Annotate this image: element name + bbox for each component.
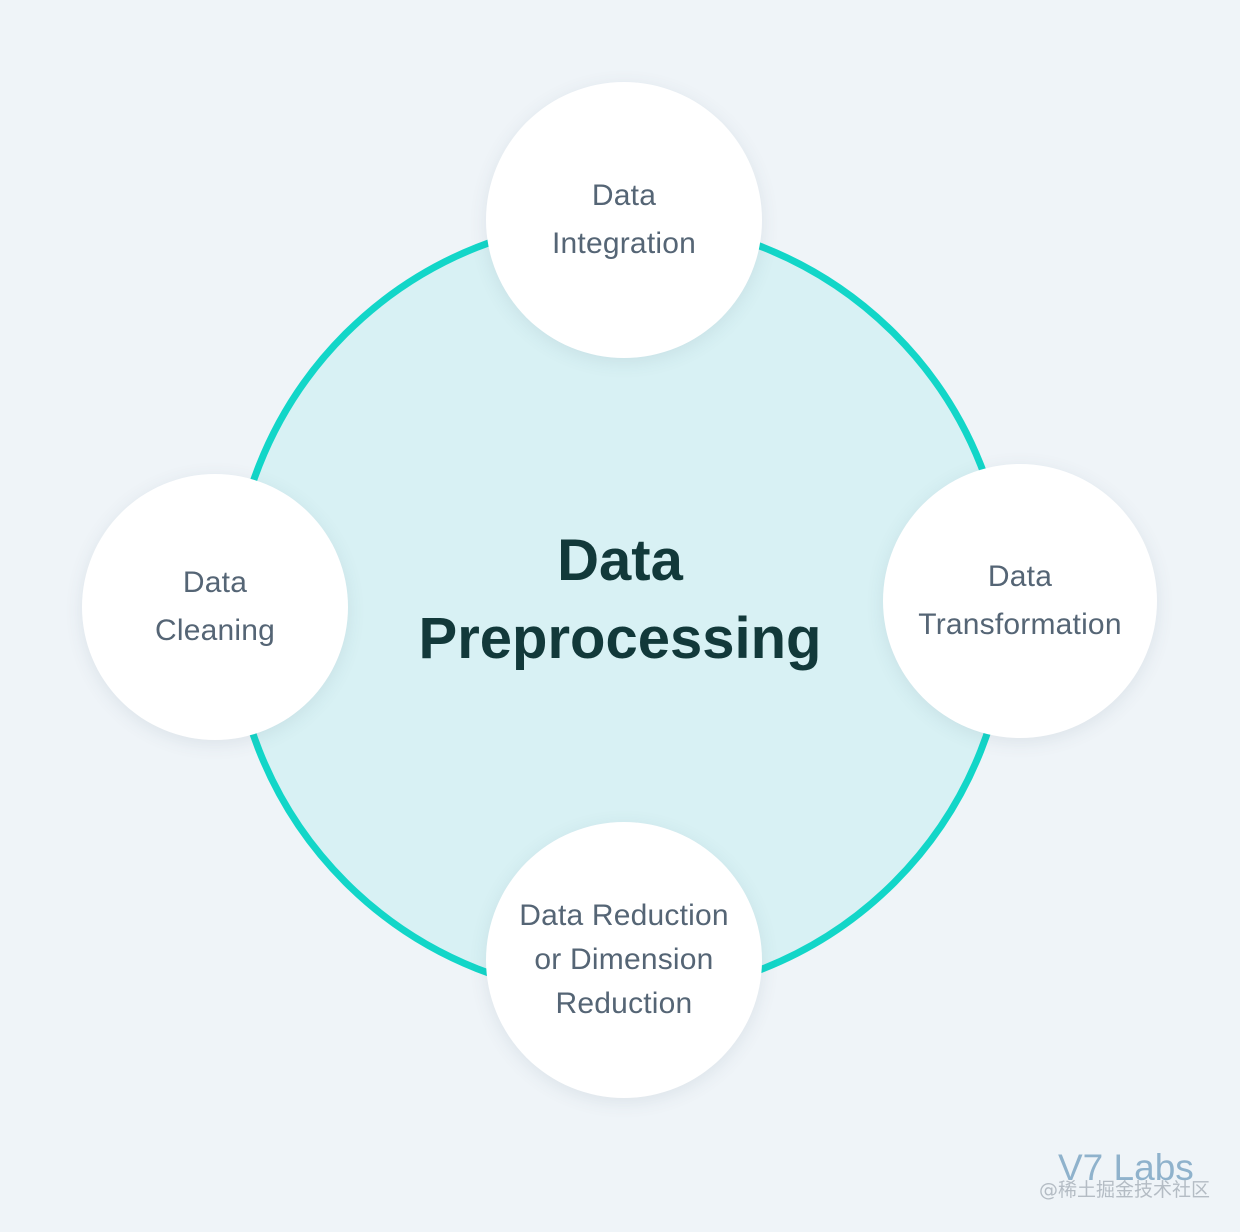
watermark-text: @稀土掘金技术社区 [1038, 1179, 1210, 1201]
node-data-cleaning-line-1: Data [182, 566, 248, 599]
node-data-transformation-line-2: Transformation [918, 608, 1122, 641]
node-data-integration-line-1: Data [591, 179, 657, 212]
node-data-reduction-line-1: Data Reduction [519, 899, 729, 932]
node-data-cleaning: Data Cleaning [82, 474, 348, 740]
node-data-integration-label: Data Integration [552, 172, 696, 268]
node-data-transformation-label: Data Transformation [918, 553, 1121, 649]
node-data-integration: Data Integration [486, 82, 762, 358]
center-title: Data Preprocessing [370, 522, 870, 678]
node-data-reduction-line-2: or Dimension [534, 943, 714, 976]
node-data-cleaning-line-2: Cleaning [154, 614, 276, 647]
node-data-transformation-line-1: Data [987, 560, 1053, 593]
node-data-cleaning-label: Data Cleaning [155, 559, 275, 655]
v7-labs-logo-text: V7 Labs [1058, 1147, 1194, 1188]
center-title-line-1: Data [557, 528, 683, 593]
center-title-line-2: Preprocessing [418, 606, 822, 671]
node-data-integration-line-2: Integration [552, 227, 696, 260]
node-data-reduction-line-3: Reduction [555, 987, 693, 1020]
node-data-reduction-label: Data Reduction or Dimension Reduction [519, 894, 729, 1026]
node-data-reduction: Data Reduction or Dimension Reduction [486, 822, 762, 1098]
node-data-transformation: Data Transformation [883, 464, 1157, 738]
